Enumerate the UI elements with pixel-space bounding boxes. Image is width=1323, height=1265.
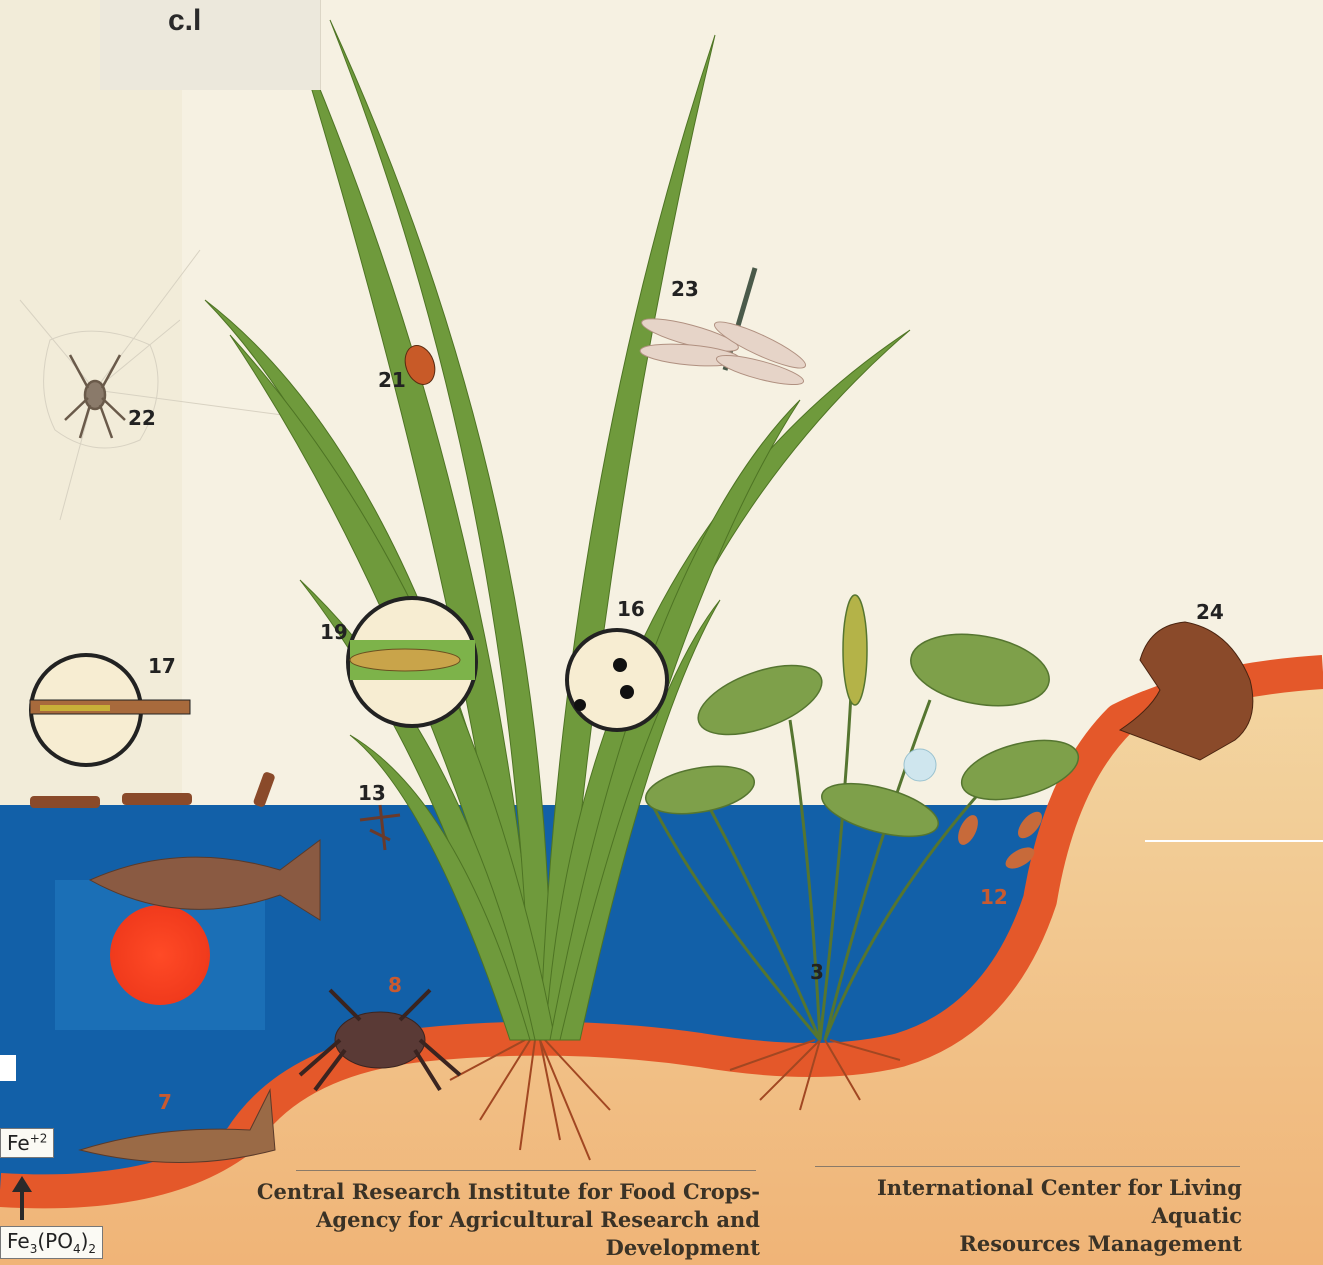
label-23: 23	[671, 277, 699, 301]
flower	[904, 749, 936, 781]
label-16: 16	[617, 597, 645, 621]
label-8: 8	[388, 973, 402, 997]
credit-iclarm: International Center for Living Aquatic …	[800, 1174, 1242, 1258]
inset-16	[567, 630, 667, 730]
iron-ion-box: Fe+2	[0, 1128, 54, 1158]
dragonfly-23	[639, 268, 809, 390]
library-tag: c.l	[100, 0, 321, 90]
label-3: 3	[810, 960, 824, 984]
label-24: 24	[1196, 600, 1224, 624]
label-13: 13	[358, 781, 386, 805]
credit-rule-left	[296, 1170, 756, 1171]
label-7: 7	[158, 1090, 172, 1114]
inset-19	[348, 598, 476, 726]
iron-phosphate-box: Fe3(PO4)2	[0, 1226, 103, 1259]
credit-right-line2: Resources Management	[800, 1230, 1242, 1258]
credit-left-line1: Central Research Institute for Food Crop…	[200, 1178, 760, 1206]
red-spot	[110, 905, 210, 1005]
credit-right-line1: International Center for Living Aquatic	[800, 1174, 1242, 1230]
credit-crifc: Central Research Institute for Food Crop…	[200, 1178, 760, 1262]
label-12: 12	[980, 885, 1008, 909]
label-19: 19	[320, 620, 348, 644]
label-22: 22	[128, 406, 156, 430]
label-21: 21	[378, 368, 406, 392]
label-17: 17	[148, 654, 176, 678]
library-tag-label: c.l	[168, 4, 201, 38]
credit-left-line2: Agency for Agricultural Research and Dev…	[200, 1206, 760, 1262]
credit-rule-right	[815, 1166, 1240, 1167]
